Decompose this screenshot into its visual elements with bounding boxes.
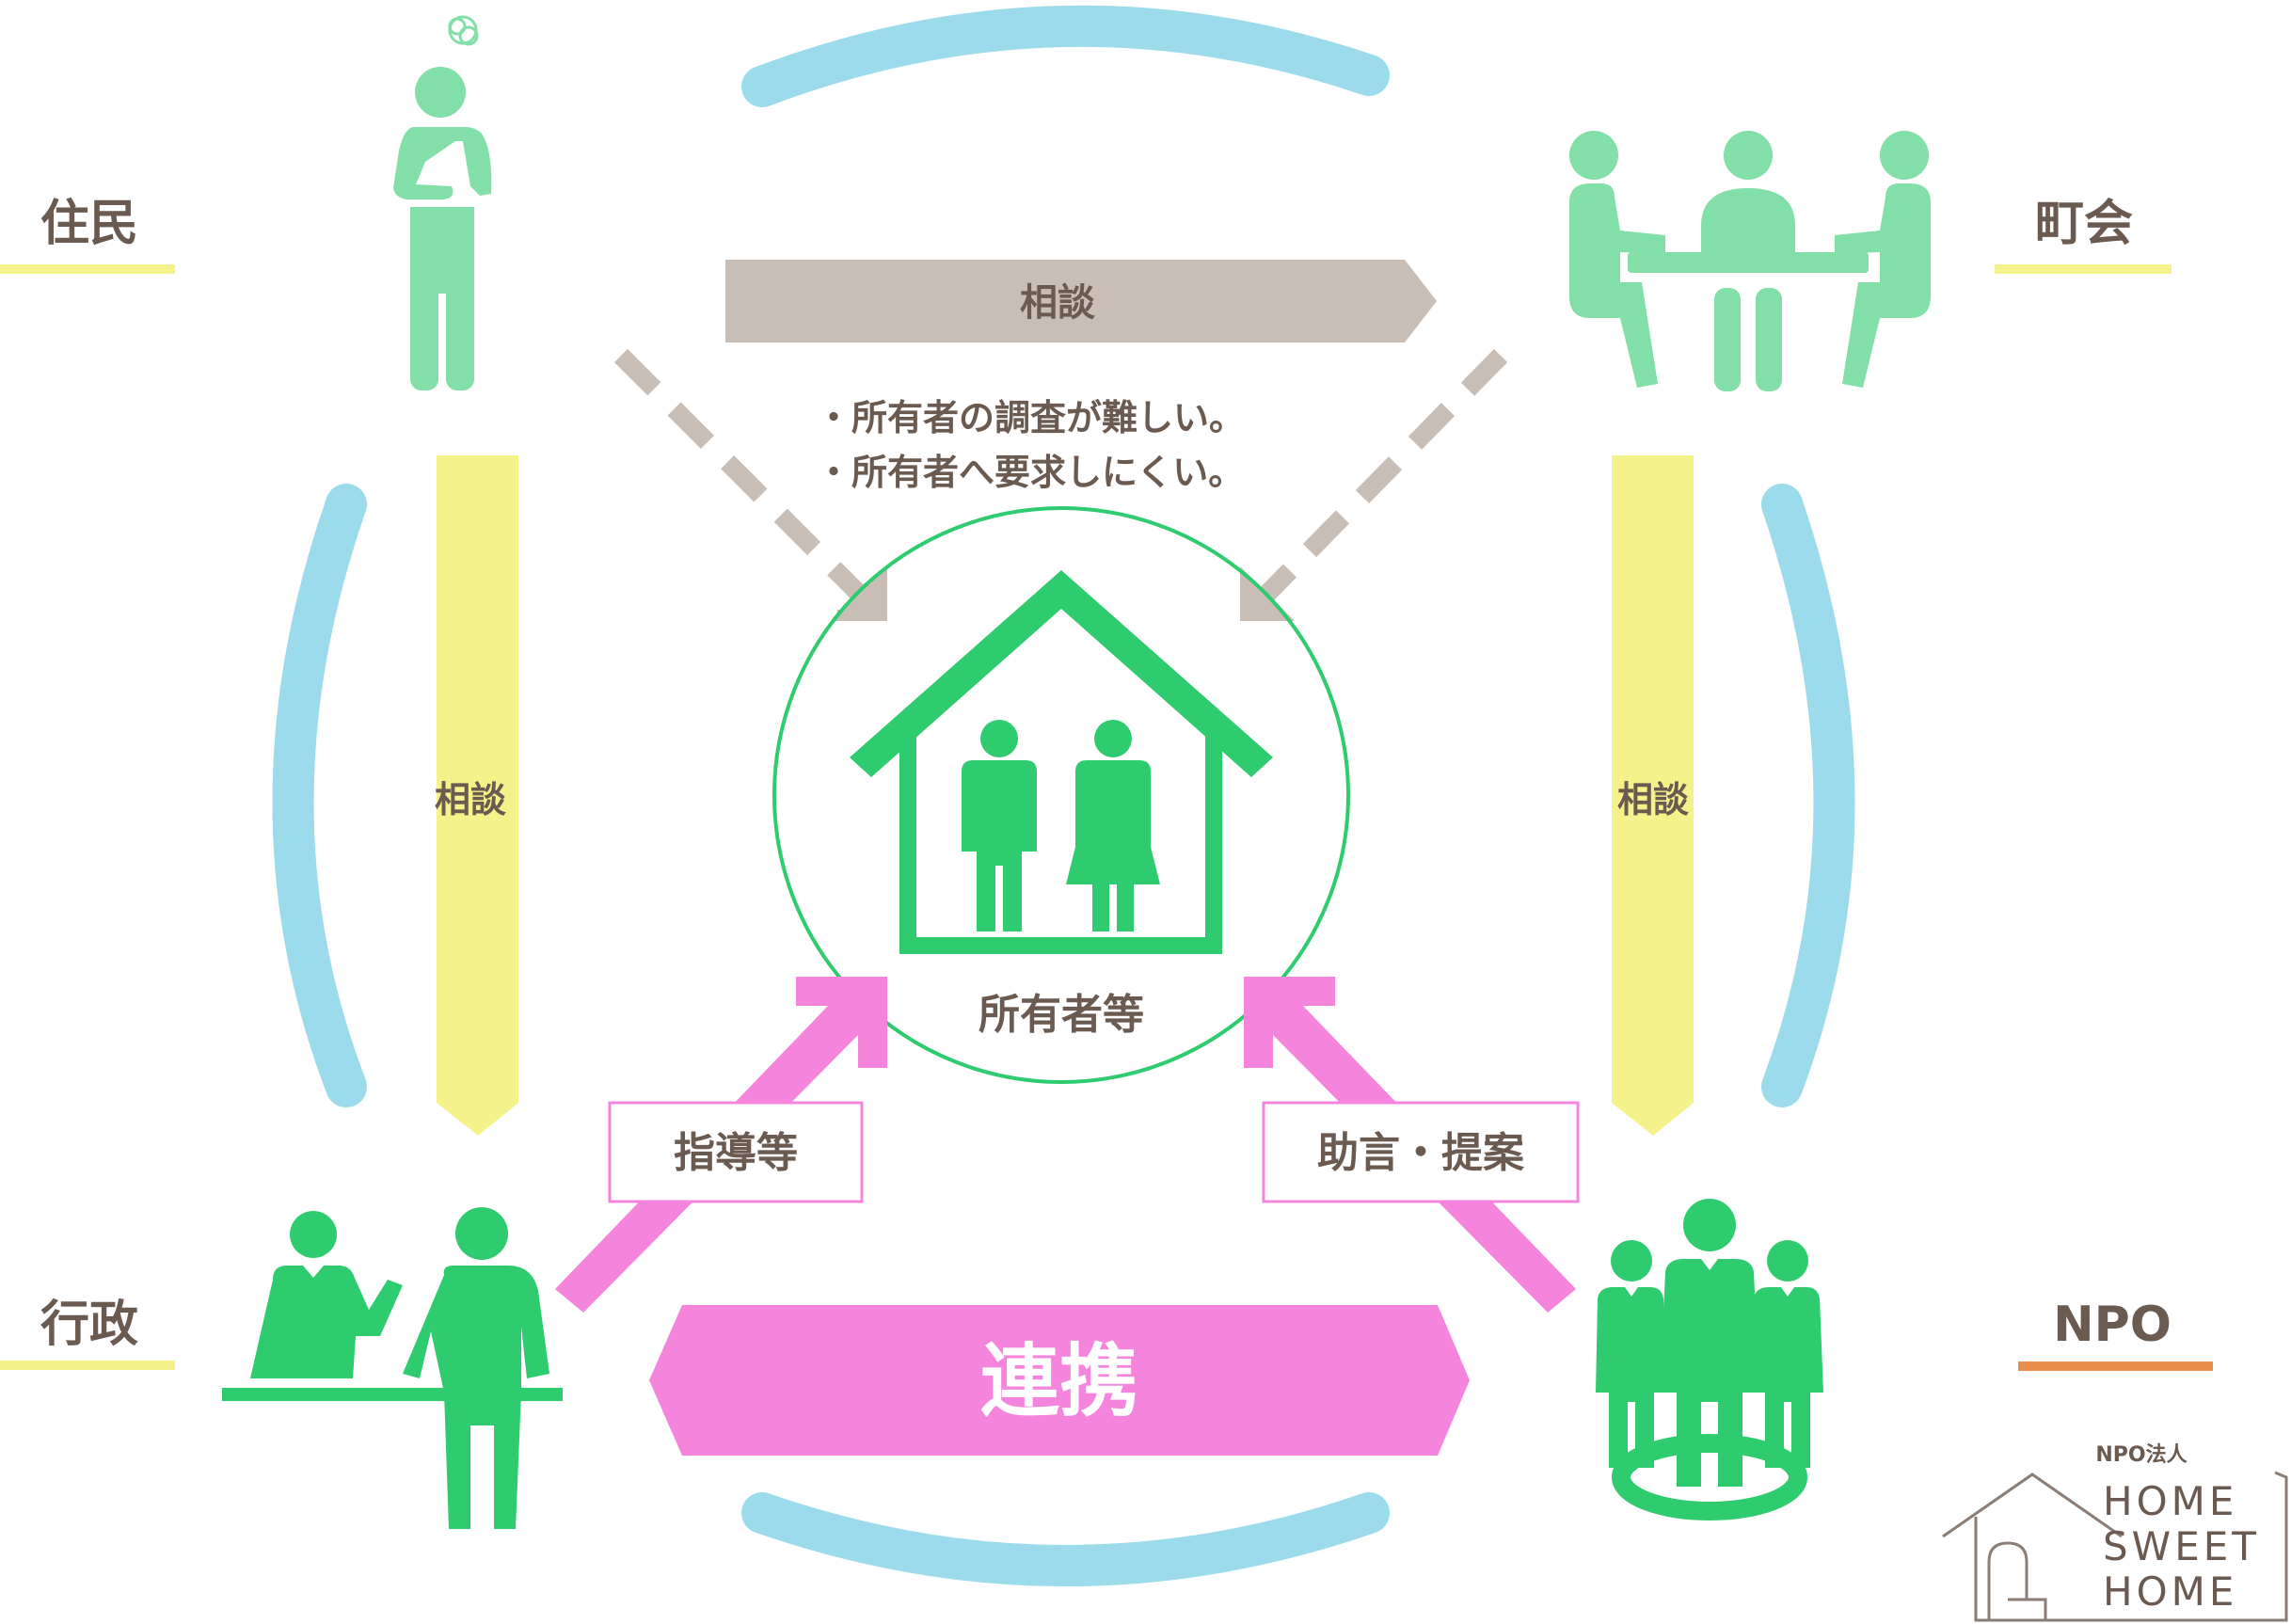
right-arc [1761, 484, 1855, 1107]
dashed-arrow-left [613, 348, 868, 603]
guidance-label: 指導等 [674, 1129, 798, 1177]
logo-line-1: HOME [2103, 1478, 2237, 1524]
resident-underline [0, 264, 175, 274]
house-roof [850, 570, 1273, 777]
administration-icon [222, 1207, 563, 1529]
issue-line-2: ・所有者へ要求しにくい。 [816, 452, 1244, 493]
logo-key-icon [1987, 1541, 2047, 1620]
town-association-label: 町会 [2035, 196, 2133, 252]
dashed-arrow-right [1258, 348, 1508, 603]
advice-box [1262, 1101, 1580, 1203]
guidance-box [608, 1101, 864, 1203]
right-consult-band [1612, 455, 1694, 1136]
thinking-scribble-icon [448, 15, 479, 46]
advice-label: 助言・提案 [1317, 1129, 1525, 1177]
left-consult-band [437, 455, 518, 1136]
owners-label: 所有者等 [978, 991, 1144, 1039]
npo-underline [2018, 1361, 2213, 1371]
town-association-underline [1995, 264, 2172, 274]
issue-line-1: ・所有者の調査が難しい。 [816, 397, 1245, 438]
house-icon [850, 570, 1273, 954]
house-walls [899, 724, 1222, 954]
left-consult-label: 相談 [435, 779, 506, 820]
administration-underline [0, 1361, 175, 1370]
logo-line-2: SWEET [2103, 1523, 2260, 1569]
logo-house-outline [1942, 1471, 2288, 1622]
resident-label: 住民 [40, 196, 138, 252]
administration-label: 行政 [40, 1297, 138, 1353]
bottom-arc [741, 1492, 1390, 1586]
top-consult-arrow [725, 260, 1437, 342]
outer-cycle-arcs [272, 5, 1855, 1586]
owner-male-icon [962, 720, 1037, 931]
home-sweet-home-logo: NPO法人 HOME SWEET HOME [1942, 1443, 2288, 1622]
right-consult-label: 相談 [1617, 779, 1689, 820]
town-association-icon [1569, 131, 1931, 391]
resident-icon [393, 15, 492, 390]
logo-tag: NPO法人 [2095, 1443, 2187, 1467]
cooperation-label: 連携 [980, 1335, 1138, 1427]
npo-label: NPO [2053, 1297, 2172, 1353]
top-consult-label: 相談 [1020, 281, 1095, 325]
npo-icon [1596, 1199, 1823, 1521]
logo-line-3: HOME [2103, 1568, 2237, 1615]
owner-female-icon [1066, 720, 1160, 931]
left-arc [272, 484, 367, 1107]
top-arc [741, 5, 1390, 107]
cooperation-band [649, 1305, 1470, 1456]
owners-circle [772, 506, 1350, 1084]
